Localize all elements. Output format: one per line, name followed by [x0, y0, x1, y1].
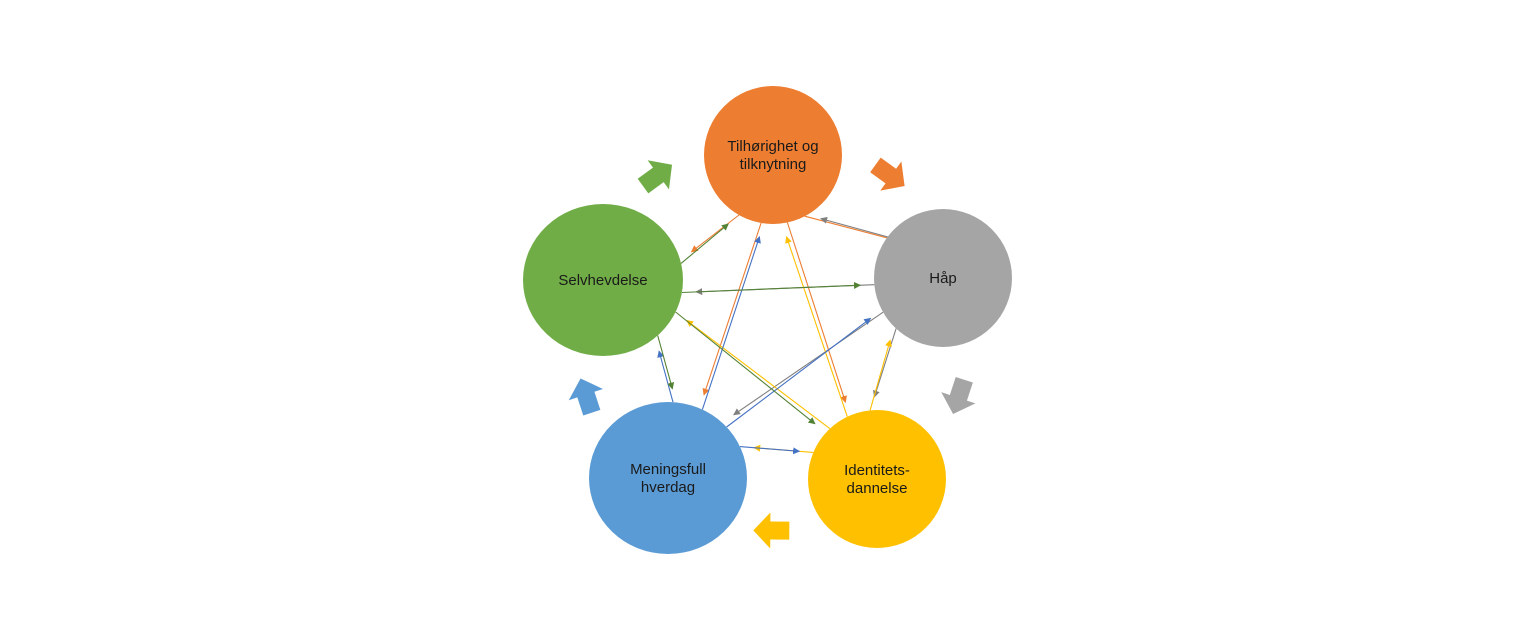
node-label: Selvhevdelse — [558, 272, 647, 289]
cycle-arrow-meningsfull-to-selvhevdelse — [568, 378, 603, 416]
node-label: tilknytning — [740, 156, 807, 173]
node-label: Meningsfull — [630, 461, 706, 478]
node-selvhevdelse: Selvhevdelse — [523, 204, 683, 356]
connector-hap-to-meningsfull — [733, 311, 884, 416]
connector-tilhorighet-to-identitet — [786, 222, 847, 403]
connector-selvhevdelse-to-tilhorighet — [680, 223, 729, 264]
connector-meningsfull-to-selvhevdelse — [657, 350, 674, 403]
node-label: Håp — [929, 270, 957, 287]
connector-selvhevdelse-to-identitet — [675, 311, 816, 425]
connector-identitet-to-tilhorighet — [785, 236, 848, 417]
connector-meningsfull-to-identitet — [739, 446, 801, 455]
connector-selvhevdelse-to-hap — [681, 281, 861, 294]
cycle-arrows — [568, 157, 976, 549]
connector-tilhorighet-to-meningsfull — [702, 222, 762, 396]
cycle-arrow-tilhorighet-to-hap — [870, 157, 905, 191]
cycle-arrow-identitet-to-meningsfull — [753, 512, 790, 549]
cycle-arrow-selvhevdelse-to-tilhorighet — [637, 160, 673, 194]
node-label: dannelse — [847, 480, 908, 497]
node-label: Identitets- — [844, 462, 910, 479]
connector-identitet-to-hap — [869, 339, 892, 411]
connector-hap-to-identitet — [872, 328, 897, 398]
node-identitet: Identitets-dannelse — [808, 410, 946, 548]
node-circle — [523, 204, 683, 356]
node-label: Tilhørighet og — [727, 138, 818, 155]
cycle-arrow-hap-to-identitet — [941, 376, 976, 414]
node-circle — [704, 86, 842, 224]
nodes: Tilhørighet ogtilknytningHåpIdentitets-d… — [523, 86, 1012, 554]
connector-identitet-to-selvhevdelse — [686, 319, 831, 430]
connector-tilhorighet-to-selvhevdelse — [690, 214, 740, 253]
node-circle — [808, 410, 946, 548]
node-hap: Håp — [874, 209, 1012, 347]
node-label: hverdag — [641, 479, 695, 496]
connector-meningsfull-to-hap — [726, 317, 872, 428]
connector-selvhevdelse-to-meningsfull — [657, 335, 675, 390]
connector-meningsfull-to-tilhorighet — [701, 236, 761, 410]
node-circle — [589, 402, 747, 554]
node-circle — [874, 209, 1012, 347]
